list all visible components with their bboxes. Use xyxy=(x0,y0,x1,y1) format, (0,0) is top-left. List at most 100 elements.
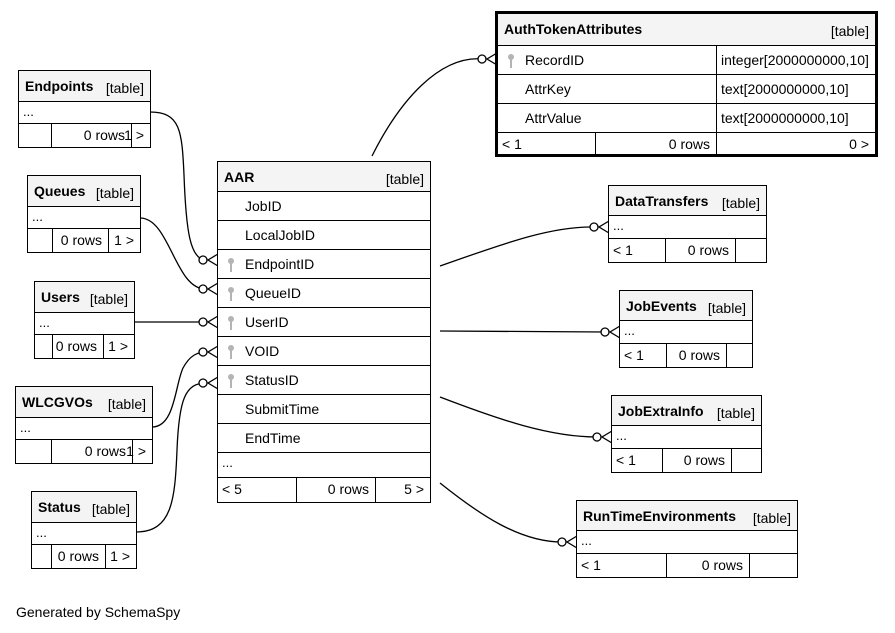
table-footer: 0 rows 1 > xyxy=(32,545,136,568)
table-type: [table] xyxy=(716,405,755,421)
row-count: 0 rows xyxy=(60,232,102,248)
column-name: QueueID xyxy=(245,285,302,301)
column-name: VOID xyxy=(245,343,280,359)
table-footer: < 5 0 rows 5 > xyxy=(218,478,430,502)
table-header: Status [table] xyxy=(32,492,136,523)
children-count[interactable]: 1 > xyxy=(108,338,128,354)
children-count[interactable]: 1 > xyxy=(124,127,144,143)
table-footer: 0 rows 1 > xyxy=(28,229,140,252)
row-count: 0 rows xyxy=(55,338,97,354)
table-jobevents[interactable]: JobEvents [table] ... < 1 0 rows xyxy=(619,290,753,368)
table-name: Endpoints xyxy=(25,78,94,94)
edge-queues-aar xyxy=(139,217,207,290)
column-type: integer[2000000000,10] xyxy=(721,52,869,68)
parents-count[interactable]: < 1 xyxy=(616,452,636,468)
table-header: JobEvents [table] xyxy=(620,291,752,321)
table-name: AAR xyxy=(224,169,255,185)
key-icon xyxy=(508,54,514,68)
table-type: [table] xyxy=(91,501,130,517)
table-name: JobEvents xyxy=(626,298,697,314)
table-aar[interactable]: AAR [table] JobID LocalJobID EndpointID … xyxy=(217,161,431,503)
more-columns: ... xyxy=(35,313,134,335)
key-icon xyxy=(228,316,234,330)
parents-count[interactable]: < 1 xyxy=(581,557,601,573)
table-header: RunTimeEnvironments [table] xyxy=(577,501,797,531)
more-columns: ... xyxy=(612,426,761,449)
table-footer: < 1 0 rows xyxy=(609,239,766,262)
key-icon xyxy=(228,287,234,301)
column-row: EndTime xyxy=(218,424,430,453)
table-type: [table] xyxy=(721,195,760,211)
table-type: [table] xyxy=(107,396,146,412)
table-footer: 0 rows 1 > xyxy=(16,440,152,463)
key-icon xyxy=(228,345,234,359)
children-count[interactable]: 5 > xyxy=(404,481,424,497)
table-header: AAR [table] xyxy=(218,162,430,192)
parents-count[interactable]: < 1 xyxy=(613,242,633,258)
more-columns: ... xyxy=(218,453,430,478)
children-count[interactable]: 1 > xyxy=(110,548,130,564)
more-columns: ... xyxy=(19,102,150,124)
column-row: RecordID integer[2000000000,10] xyxy=(498,46,875,75)
more-columns: ... xyxy=(16,418,152,440)
table-header: DataTransfers [table] xyxy=(609,186,766,216)
edge-wlcgvos-aar xyxy=(151,351,207,428)
table-type: [table] xyxy=(830,23,869,39)
edge-status-aar xyxy=(135,382,207,533)
table-header: Endpoints [table] xyxy=(19,71,150,102)
table-status[interactable]: Status [table] ... 0 rows 1 > xyxy=(31,491,137,569)
edge-aar-auth xyxy=(371,58,484,157)
row-count: 0 rows xyxy=(327,481,369,497)
children-count[interactable]: 1 > xyxy=(126,443,146,459)
table-type: [table] xyxy=(95,185,134,201)
parents-count[interactable]: < 1 xyxy=(502,136,522,152)
children-count[interactable]: 1 > xyxy=(114,232,134,248)
row-count: 0 rows xyxy=(687,242,729,258)
children-count[interactable]: 0 > xyxy=(849,136,869,152)
row-count: 0 rows xyxy=(678,347,720,363)
column-type: text[2000000000,10] xyxy=(721,81,849,97)
column-name: EndpointID xyxy=(245,256,315,272)
table-footer: < 1 0 rows xyxy=(577,554,797,577)
column-name: StatusID xyxy=(245,372,299,388)
more-columns: ... xyxy=(577,531,797,554)
table-footer: 0 rows 1 > xyxy=(35,335,134,358)
column-row: JobID xyxy=(218,192,430,221)
key-icon xyxy=(228,374,234,388)
more-columns: ... xyxy=(609,216,766,239)
table-endpoints[interactable]: Endpoints [table] ... 0 rows 1 > xyxy=(18,70,151,148)
table-type: [table] xyxy=(385,171,424,187)
column-row: UserID xyxy=(218,308,430,337)
table-datatransfers[interactable]: DataTransfers [table] ... < 1 0 rows xyxy=(608,185,767,263)
table-footer: < 1 0 rows xyxy=(620,344,752,367)
column-name: UserID xyxy=(245,314,289,330)
column-name: LocalJobID xyxy=(245,227,316,243)
table-name: WLCGVOs xyxy=(22,394,93,410)
more-columns: ... xyxy=(32,523,136,545)
edge-aar-jobevents xyxy=(439,330,606,333)
table-runtimeenvironments[interactable]: RunTimeEnvironments [table] ... < 1 0 ro… xyxy=(576,500,798,578)
row-count: 0 rows xyxy=(683,452,725,468)
table-header: Queues [table] xyxy=(28,176,140,207)
table-jobextrainfo[interactable]: JobExtraInfo [table] ... < 1 0 rows xyxy=(611,395,762,473)
generated-by-note: Generated by SchemaSpy xyxy=(16,604,181,620)
parents-count[interactable]: < 1 xyxy=(624,347,644,363)
parents-count[interactable]: < 5 xyxy=(222,481,242,497)
key-icon xyxy=(228,258,234,272)
edge-aar-datatransfers xyxy=(439,226,595,267)
table-users[interactable]: Users [table] ... 0 rows 1 > xyxy=(34,281,135,359)
table-header: WLCGVOs [table] xyxy=(16,387,152,418)
column-row: SubmitTime xyxy=(218,395,430,424)
table-header: JobExtraInfo [table] xyxy=(612,396,761,426)
table-footer: 0 rows 1 > xyxy=(19,124,150,147)
table-name: AuthTokenAttributes xyxy=(504,21,643,37)
table-type: [table] xyxy=(89,291,128,307)
table-authtokenattributes[interactable]: AuthTokenAttributes [table] RecordID int… xyxy=(495,11,878,157)
row-count: 0 rows xyxy=(701,557,743,573)
table-wlcgvos[interactable]: WLCGVOs [table] ... 0 rows 1 > xyxy=(15,386,153,464)
table-queues[interactable]: Queues [table] ... 0 rows 1 > xyxy=(27,175,141,253)
column-row: QueueID xyxy=(218,279,430,308)
column-name: EndTime xyxy=(245,430,301,446)
column-row: LocalJobID xyxy=(218,221,430,250)
more-columns: ... xyxy=(28,207,140,229)
